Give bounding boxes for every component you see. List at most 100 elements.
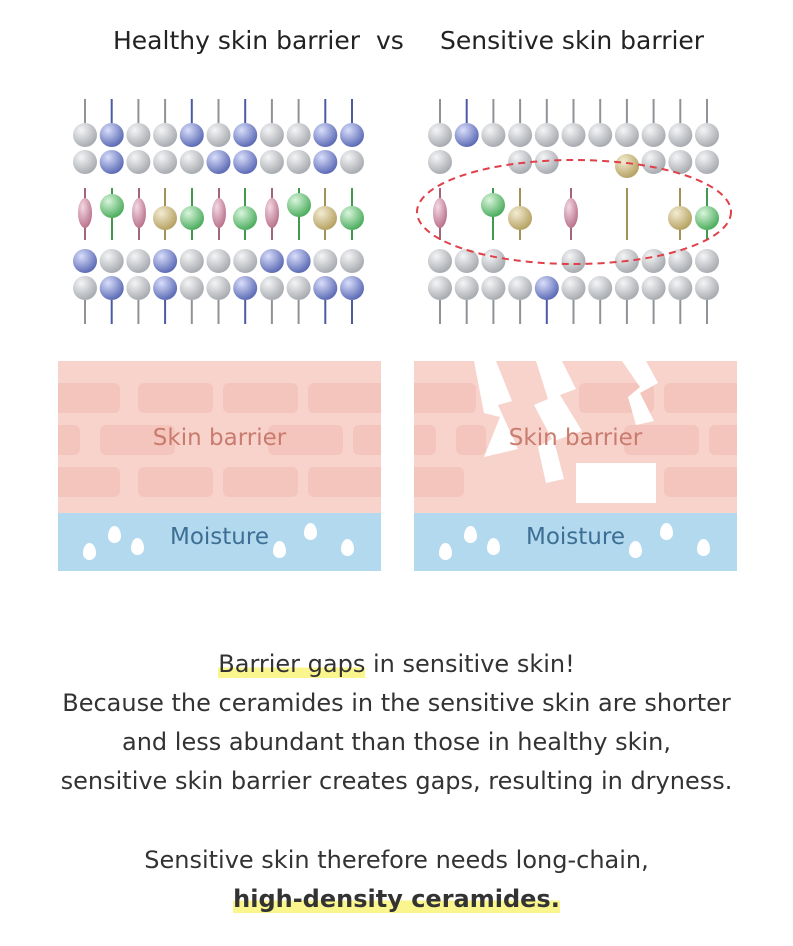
lipid-head xyxy=(153,150,178,174)
lipid-head xyxy=(99,276,124,300)
lipid-head xyxy=(259,276,284,300)
lipid-head xyxy=(73,276,97,300)
skin-barrier-label: Skin barrier xyxy=(152,425,287,451)
lipid-head xyxy=(588,123,613,147)
lipid-head xyxy=(259,249,284,273)
brick xyxy=(308,467,381,497)
lipid-head xyxy=(126,249,151,273)
lipid-head xyxy=(153,249,178,273)
lipid-head xyxy=(233,276,258,300)
brick xyxy=(58,383,120,413)
lipid-head xyxy=(508,276,533,300)
lipid-head xyxy=(454,123,479,147)
lipid-head xyxy=(340,276,364,300)
lipid-head xyxy=(153,206,177,230)
healthy-bilayer xyxy=(73,99,364,324)
lipid-head xyxy=(313,123,338,147)
lipid-head xyxy=(481,249,506,273)
brick xyxy=(353,425,381,455)
lipid-head xyxy=(340,150,364,174)
lipid-head xyxy=(153,123,178,147)
brick xyxy=(414,467,464,497)
lipid-head xyxy=(668,150,693,174)
brick xyxy=(308,383,381,413)
lipid-head xyxy=(668,249,693,273)
explanation-line-4: sensitive skin barrier creates gaps, res… xyxy=(60,767,733,795)
lipid-head xyxy=(313,150,338,174)
water-drop-icon xyxy=(83,543,96,560)
lipid-head xyxy=(641,249,666,273)
lipid-head xyxy=(508,206,532,230)
lipid-head xyxy=(78,198,92,228)
brick xyxy=(223,467,298,497)
lipid-head xyxy=(561,276,586,300)
brick xyxy=(624,425,699,455)
lipid-head xyxy=(180,206,204,230)
lipid-head xyxy=(99,123,124,147)
brick xyxy=(138,383,213,413)
lipid-head xyxy=(534,123,559,147)
lipid-head xyxy=(99,150,124,174)
brick xyxy=(664,383,737,413)
lipid-head xyxy=(433,198,447,228)
lipid-head xyxy=(100,194,124,218)
water-drop-icon xyxy=(629,541,642,558)
barrier-crack-icon xyxy=(474,361,658,503)
lipid-bilayer-diagrams xyxy=(73,99,732,324)
lipid-head xyxy=(695,123,719,147)
lipid-head xyxy=(126,276,151,300)
lipid-head xyxy=(313,206,337,230)
water-drop-icon xyxy=(464,526,477,543)
lipid-head xyxy=(428,123,452,147)
lipid-head xyxy=(179,276,204,300)
lipid-head xyxy=(206,276,231,300)
lipid-head xyxy=(340,206,364,230)
brick xyxy=(58,467,120,497)
lipid-head xyxy=(153,276,178,300)
lipid-head xyxy=(454,276,479,300)
brick xyxy=(58,425,80,455)
lipid-head xyxy=(340,123,364,147)
lipid-head xyxy=(206,123,231,147)
water-drop-icon xyxy=(697,539,710,556)
lipid-head xyxy=(233,150,258,174)
lipid-head xyxy=(668,123,693,147)
lipid-head xyxy=(454,249,479,273)
lipid-head xyxy=(534,150,559,174)
lipid-head xyxy=(286,123,311,147)
lipid-head xyxy=(534,276,559,300)
water-drop-icon xyxy=(487,538,500,555)
lipid-head xyxy=(286,276,311,300)
lipid-head xyxy=(179,150,204,174)
barrier-gaps-highlight: Barrier gaps xyxy=(218,650,366,678)
lipid-head xyxy=(695,249,719,273)
lipid-head xyxy=(481,276,506,300)
lipid-head xyxy=(428,150,452,174)
explanation-line-1-rest: in sensitive skin! xyxy=(365,650,575,678)
lipid-head xyxy=(73,150,97,174)
lipid-head xyxy=(259,150,284,174)
healthy-barrier-title: Healthy skin barrier xyxy=(113,26,360,55)
lipid-head xyxy=(561,123,586,147)
sensitive-barrier-title: Sensitive skin barrier xyxy=(440,26,705,55)
lipid-head xyxy=(132,198,146,228)
lipid-head xyxy=(99,249,124,273)
lipid-head xyxy=(695,206,719,230)
explanation-line-3: and less abundant than those in healthy … xyxy=(122,728,671,756)
lipid-head xyxy=(588,276,613,300)
lipid-head xyxy=(212,198,226,228)
explanation-line-1: Barrier gaps in sensitive skin! xyxy=(0,644,793,684)
lipid-head xyxy=(287,193,311,217)
lipid-head xyxy=(179,123,204,147)
lipid-head xyxy=(206,150,231,174)
water-drop-icon xyxy=(439,543,452,560)
water-drop-icon xyxy=(660,523,673,540)
lipid-head xyxy=(508,123,533,147)
sensitive-bilayer xyxy=(428,99,719,324)
lipid-head xyxy=(668,276,693,300)
lipid-head xyxy=(233,249,258,273)
lipid-head xyxy=(481,193,505,217)
lipid-head xyxy=(615,154,639,178)
lipid-head xyxy=(259,123,284,147)
lipid-head xyxy=(564,198,578,228)
